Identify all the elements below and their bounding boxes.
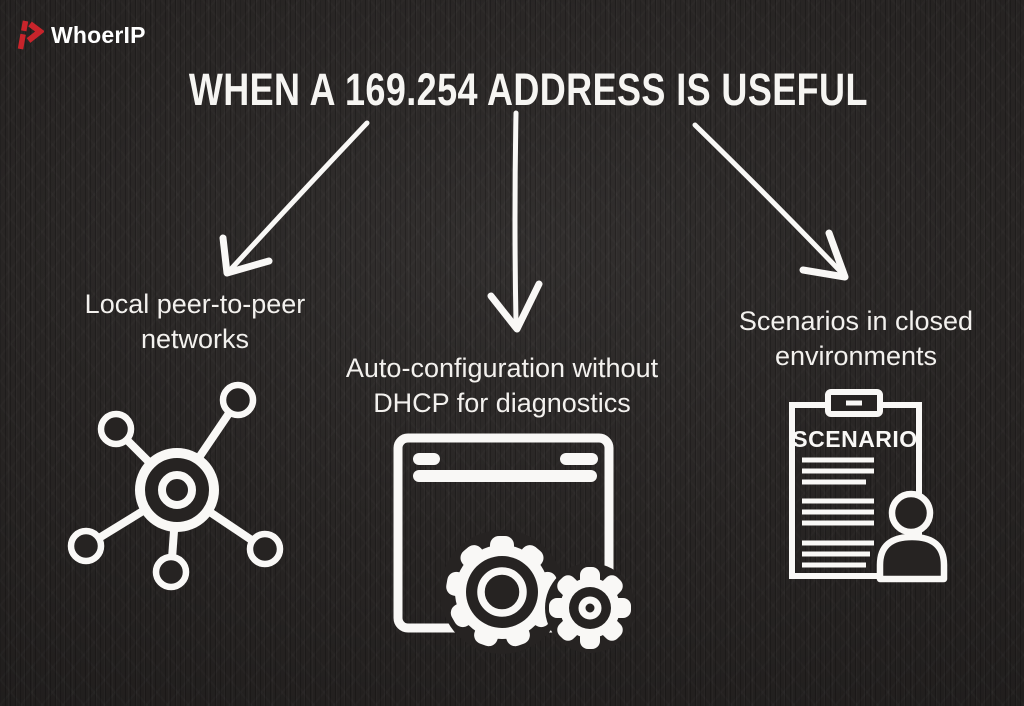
network-hub-icon [67, 381, 284, 591]
page-title-text: WHEN A 169.254 ADDRESS IS USEFUL [188, 64, 868, 115]
whoerip-logo-icon [17, 20, 44, 50]
gear-large-icon [440, 530, 564, 654]
section-closed-line2: environments [774, 341, 938, 371]
arrow-right-icon [692, 122, 849, 281]
section-autoconf-label: Auto-configuration without DHCP for diag… [302, 351, 702, 421]
section-p2p-line2: networks [140, 324, 250, 354]
brand-logo: WhoerIP [14, 18, 146, 52]
clipboard-scenario-icon: SCENARIO [789, 389, 948, 583]
arrow-middle-icon [487, 110, 543, 333]
clipboard-title: SCENARIO [792, 426, 917, 452]
brand-name: WhoerIP [51, 21, 146, 48]
person-icon [876, 490, 948, 583]
browser-gears-icon [393, 433, 635, 654]
section-p2p-line1: Local peer-to-peer [84, 289, 306, 319]
section-autoconf-line2: DHCP for diagnostics [373, 388, 631, 418]
section-p2p-label: Local peer-to-peer networks [35, 287, 355, 357]
page-title: WHEN A 169.254 ADDRESS IS USEFUL [0, 64, 1024, 116]
section-closed-label: Scenarios in closed environments [701, 304, 1011, 374]
gear-small-icon [545, 563, 635, 653]
section-autoconf-line1: Auto-configuration without [345, 353, 659, 383]
section-closed-line1: Scenarios in closed [738, 306, 974, 336]
arrow-left-icon [219, 120, 370, 277]
